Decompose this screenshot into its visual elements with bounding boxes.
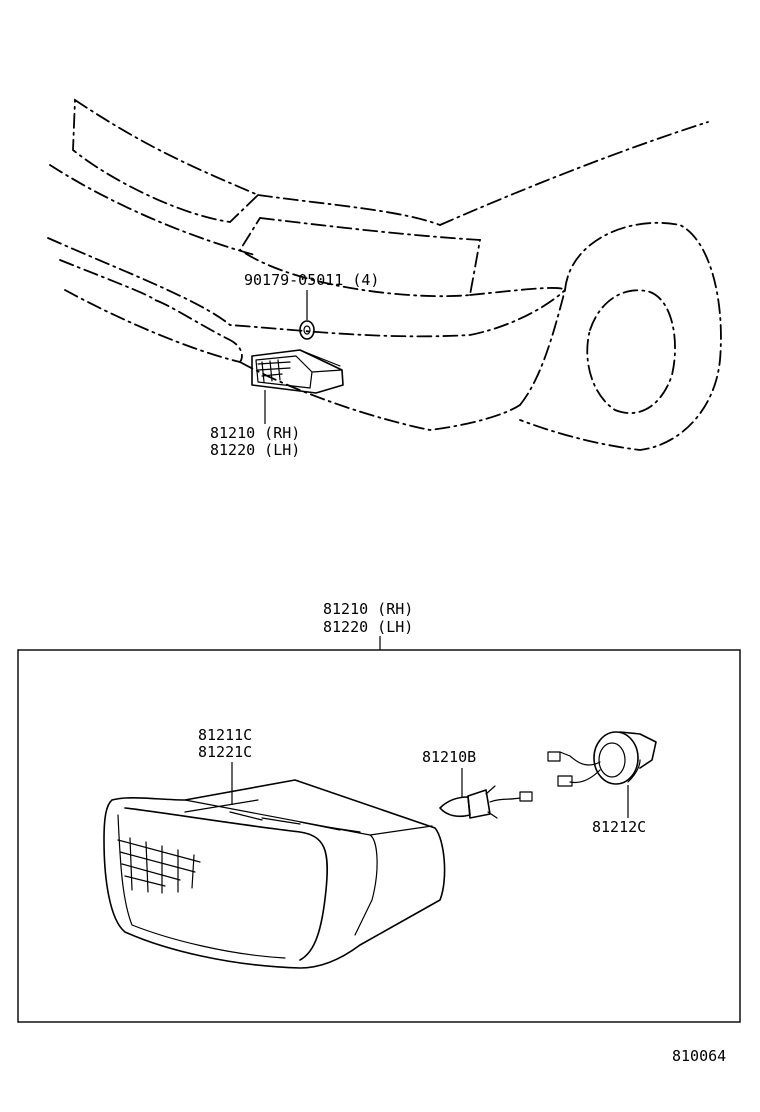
lens-part-label-2: 81221C	[198, 743, 252, 761]
assembly-label-rh: 81210 (RH)	[323, 600, 413, 618]
bulb-icon	[439, 785, 533, 819]
fog-lamp-installed-icon	[251, 349, 344, 394]
figure-number: 810064	[672, 1047, 726, 1065]
fog-lamp-lens-icon	[103, 779, 446, 969]
fastener-part-label: 90179-05011 (4)	[244, 271, 379, 289]
assembly-frame	[17, 649, 741, 1023]
socket-part-label: 81212C	[592, 818, 646, 836]
clip-nut-icon	[299, 320, 315, 340]
assembly-label-lh: 81220 (LH)	[323, 618, 413, 636]
lamp-label-rh: 81210 (RH)	[210, 424, 300, 442]
lens-part-label-1: 81211C	[198, 726, 252, 744]
lamp-label-lh: 81220 (LH)	[210, 441, 300, 459]
vehicle-phantom-outline	[47, 98, 722, 451]
bulb-part-label: 81210B	[422, 748, 476, 766]
socket-icon	[547, 731, 657, 787]
